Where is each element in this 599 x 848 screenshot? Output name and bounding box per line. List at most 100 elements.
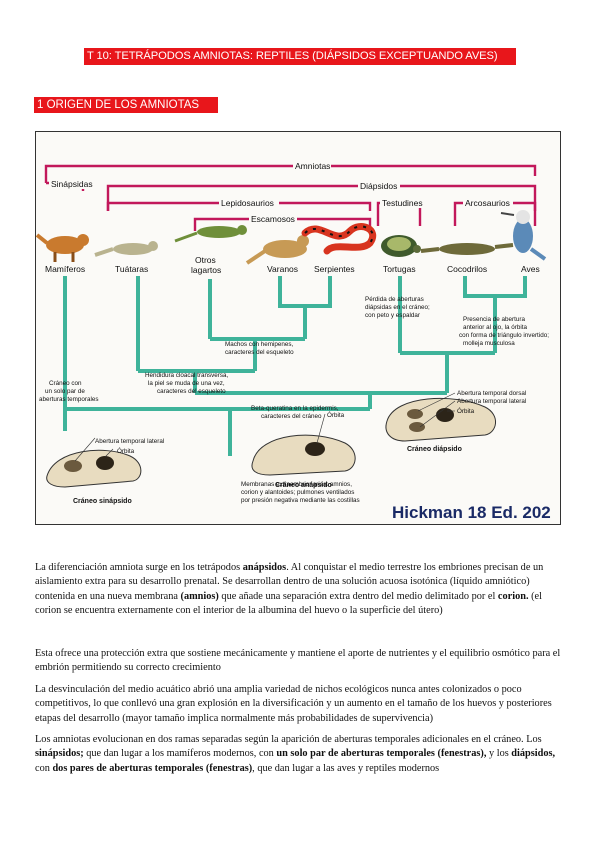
- group-label-amniotas: Amniotas: [295, 161, 330, 171]
- branch-varanos-serpientes: [278, 276, 332, 339]
- caption-craneo-diapsido: Cráneo diápsido: [407, 446, 462, 453]
- text-run: La diferenciación amniota surge en los t…: [35, 562, 243, 573]
- anno-membranas-1: Membranas extraembrionarias: amnios,: [241, 481, 352, 488]
- bold-run: (amnios): [180, 590, 219, 602]
- text-run: y los: [486, 748, 512, 760]
- anno-presencia-4: molleja musculosa: [463, 340, 515, 347]
- paragraph-4: Los amniotas evolucionan en dos ramas se…: [35, 733, 563, 776]
- text-run: , que dan lugar a las aves y reptiles mo…: [252, 762, 440, 774]
- bold-run: corion.: [497, 590, 529, 602]
- cladogram-tree: [63, 276, 527, 456]
- taxon-varanos: Varanos: [267, 264, 298, 274]
- anapsido-orbita: [305, 442, 325, 456]
- bird-illustration: [500, 210, 547, 261]
- sinapsido-orbita: [96, 456, 114, 470]
- group-label-diapsidos: Diápsidos: [360, 181, 397, 191]
- anno-machos-2: caracteres del esqueleto: [225, 349, 294, 356]
- paragraph-2: Esta ofrece una protección extra que sos…: [35, 647, 563, 676]
- section-heading: 1 ORIGEN DE LOS AMNIOTAS: [34, 97, 218, 113]
- taxon-cocodrilos: Cocodrilos: [447, 264, 487, 274]
- group-label-lepidosaurios: Lepidosaurios: [221, 198, 274, 208]
- monitor-illustration: [245, 235, 309, 265]
- anno-perdida-2: diápsidas en el cráneo;: [365, 304, 430, 311]
- taxon-mamiferos: Mamíferos: [45, 264, 85, 274]
- skull-leader-lines: [74, 392, 456, 462]
- group-label-arcosaurios: Arcosaurios: [465, 198, 510, 208]
- diapsidos-bracket: [106, 184, 537, 211]
- anno-hendidura-1: Hendidura cloacal transversa,: [145, 372, 229, 379]
- node-diapsidos: [195, 391, 447, 409]
- text-run: Esta ofrece una protección extra que sos…: [35, 648, 561, 674]
- caption-craneo-sinapsido: Cráneo sinápsido: [73, 498, 132, 505]
- group-label-testudines: Testudines: [382, 198, 423, 208]
- bold-run: sinápsidos;: [35, 748, 84, 760]
- skull-anapsido: [251, 434, 356, 476]
- bold-run: diápsidos,: [511, 748, 556, 760]
- taxon-tortugas: Tortugas: [383, 264, 416, 274]
- anno-perdida-3: con peto y espaldar: [365, 312, 420, 319]
- text-run: La desvinculación del medio acuático abr…: [35, 684, 552, 724]
- anno-perdida-1: Pérdida de aberturas: [365, 296, 424, 303]
- figure-credit: Hickman 18 Ed. 202: [392, 503, 551, 522]
- tuatara-illustration: [94, 241, 158, 257]
- amniotas-bracket: [44, 164, 537, 183]
- node-escamosos: [210, 337, 305, 371]
- bold-run: dos pares de aberturas temporales (fenes…: [52, 762, 253, 774]
- crocodile-illustration: [420, 243, 514, 255]
- bold-run: un solo par de aberturas temporales (fen…: [276, 748, 487, 760]
- diapsido-fenestra-lateral: [409, 422, 425, 432]
- cladogram-figure: Amniotas Sinápsidas Diápsidos Lepidosaur…: [35, 131, 561, 525]
- lizard-illustration: [174, 225, 247, 243]
- taxon-serpientes: Serpientes: [314, 264, 355, 274]
- branch-arcosaurios: [463, 276, 527, 353]
- taxon-aves: Aves: [521, 264, 540, 274]
- skull-sinapsido: [46, 449, 142, 488]
- paragraph-3: La desvinculación del medio acuático abr…: [35, 683, 563, 726]
- snake-illustration: [301, 223, 376, 255]
- anno-craneo-uno-2: un solo par de: [45, 388, 85, 395]
- document-title: T 10: TETRÁPODOS AMNIOTAS: REPTILES (DIÁ…: [84, 48, 516, 65]
- turtle-illustration: [381, 235, 421, 257]
- anno-presencia-3: con forma de triángulo invertido;: [459, 332, 549, 339]
- mammal-illustration: [35, 233, 89, 262]
- text-run: Los amniotas evolucionan en dos ramas se…: [35, 734, 542, 745]
- label-orbita-2: Órbita: [327, 410, 345, 419]
- diapsido-orbita: [436, 408, 454, 422]
- cladogram-svg: Amniotas Sinápsidas Diápsidos Lepidosaur…: [35, 131, 561, 525]
- anno-beta-1: Beta-queratina en la epidermis,: [251, 405, 339, 412]
- text-run: con: [35, 762, 53, 774]
- paragraph-1: La diferenciación amniota surge en los t…: [35, 561, 563, 619]
- anno-hendidura-3: caracteres del esqueleto: [157, 388, 226, 395]
- text-run: (el corion se encuentra externamente con…: [35, 590, 542, 617]
- label-orbita: Órbita: [117, 446, 135, 455]
- bold-run: anápsidos: [242, 562, 287, 573]
- taxon-tuataras: Tuátaras: [115, 264, 148, 274]
- animal-illustrations: [35, 210, 547, 265]
- node-amniotas: [63, 407, 370, 456]
- anno-beta-2: caracteres del cráneo: [261, 413, 322, 420]
- anno-presencia-2: anterior al ojo, la órbita: [463, 324, 528, 331]
- caption-craneo-anapsido: Cráneo anápsido: [275, 482, 332, 489]
- anno-presencia-1: Presencia de abertura: [463, 316, 525, 323]
- taxon-lagartos: lagartos: [191, 265, 221, 275]
- node-lepidosaurios: [138, 369, 255, 393]
- sinapsido-fenestra: [64, 460, 82, 472]
- anno-membranas-2: corion y alantoides; pulmones ventilados: [241, 489, 354, 496]
- anno-hendidura-2: la piel se muda de una vez,: [148, 380, 225, 387]
- diapsido-fenestra-dorsal: [407, 409, 423, 419]
- label-orbita-3: Órbita: [457, 406, 475, 415]
- label-abertura-dorsal: Abertura temporal dorsal: [457, 390, 526, 397]
- group-label-escamosos: Escamosos: [251, 214, 295, 224]
- anno-craneo-uno-1: Cráneo con: [49, 380, 82, 387]
- anno-membranas-3: por presión negativa mediante las costil…: [241, 497, 360, 504]
- text-run: . Al conquistar el medio terrestre los e…: [35, 562, 544, 602]
- label-abertura-lateral: Abertura temporal lateral: [95, 438, 164, 445]
- group-label-sinapsidas: Sinápsidas: [51, 179, 93, 189]
- anno-machos-1: Machos con hemipenes,: [225, 341, 294, 348]
- label-abertura-lateral-2: Abertura temporal lateral: [457, 398, 526, 405]
- text-run: que añade una separación extra dentro de…: [218, 590, 498, 602]
- text-run: que dan lugar a los mamíferos modernos, …: [83, 748, 277, 760]
- anno-craneo-uno-3: aberturas temporales: [39, 396, 99, 403]
- taxon-otros: Otros: [195, 255, 216, 265]
